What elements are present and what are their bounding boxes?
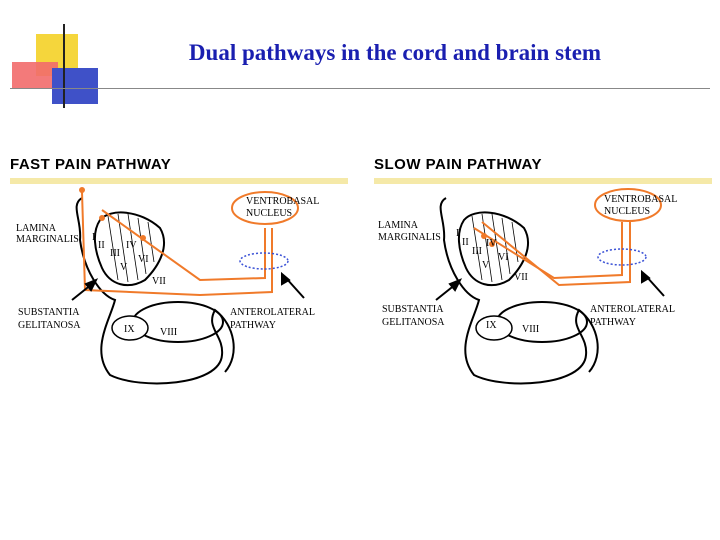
lamina-v: V <box>120 262 128 273</box>
slow-pain-panel: LAMINA MARGINALIS SUBSTANTIA GELITANOSA … <box>374 150 714 400</box>
lamina-dot-2 <box>140 235 146 241</box>
lamina-dot <box>99 215 105 221</box>
anterolateral-label-2: PATHWAY <box>590 317 636 328</box>
slow-pain-diagram: LAMINA MARGINALIS SUBSTANTIA GELITANOSA … <box>374 178 712 385</box>
lamina-viii: VIII <box>160 327 177 338</box>
lamina-iv: IV <box>126 240 137 251</box>
dotted-oval <box>239 252 289 270</box>
lamina-v: V <box>482 260 490 271</box>
lamina-label-1: LAMINA <box>378 220 419 231</box>
decor-vertical-line <box>63 24 65 108</box>
lamina-viii: VIII <box>522 324 539 335</box>
decor-horizontal-line <box>10 88 710 89</box>
lamina-label-2: MARGINALIS <box>378 232 441 243</box>
ventrobasal-label-1: VENTROBASAL <box>604 194 677 205</box>
entry-dot <box>79 187 85 193</box>
ventrobasal-circle <box>231 191 299 225</box>
highlight-band <box>10 178 348 184</box>
lamina-ii: II <box>98 240 105 251</box>
substantia-label-2: GELITANOSA <box>18 320 81 331</box>
lamina-ix: IX <box>486 320 497 331</box>
decor-blue-square <box>52 68 98 104</box>
lamina-i: I <box>92 232 95 243</box>
lamina-ix-region <box>111 315 149 341</box>
lamina-dot-2 <box>489 241 495 247</box>
pathway-lines <box>473 221 631 287</box>
ventrobasal-label-2: NUCLEUS <box>246 208 292 219</box>
lamina-ix-region <box>475 315 513 341</box>
slow-pain-heading: SLOW PAIN PATHWAY <box>374 156 542 173</box>
lamina-vii: VII <box>152 276 166 287</box>
substantia-label-1: SUBSTANTIA <box>382 304 444 315</box>
slide-title: Dual pathways in the cord and brain stem <box>188 40 602 65</box>
decor-red-rectangle <box>12 62 58 88</box>
fast-pain-heading: FAST PAIN PATHWAY <box>10 156 172 173</box>
lamina-iv: IV <box>486 238 497 249</box>
lamina-vii: VII <box>514 272 528 283</box>
lamina-iii: III <box>110 248 120 259</box>
fast-pain-diagram: LAMINA MARGINALIS SUBSTANTIA GELITANOSA … <box>10 178 348 385</box>
ventrobasal-label-1: VENTROBASAL <box>246 196 319 207</box>
lamina-i: I <box>456 228 459 239</box>
substantia-label-1: SUBSTANTIA <box>18 307 80 318</box>
dotted-oval <box>597 248 647 266</box>
anterolateral-label-1: ANTEROLATERAL <box>230 307 315 318</box>
dorsal-horn <box>94 211 165 287</box>
lamina-ix: IX <box>124 324 135 335</box>
arrows <box>71 271 305 301</box>
substantia-label-2: GELITANOSA <box>382 317 445 328</box>
lamina-vi: VI <box>138 254 149 265</box>
ventrobasal-label-2: NUCLEUS <box>604 206 650 217</box>
arrows <box>435 269 665 301</box>
lamina-iii: III <box>472 246 482 257</box>
cord-outline <box>439 197 599 385</box>
anterolateral-label-1: ANTEROLATERAL <box>590 304 675 315</box>
dorsal-horn <box>458 211 529 287</box>
lamina-label-2: MARGINALIS <box>16 234 79 245</box>
fast-pain-panel: LAMINA MARGINALIS SUBSTANTIA GELITANOSA … <box>10 150 350 400</box>
anterolateral-label-2: PATHWAY <box>230 320 276 331</box>
lamina-hatching <box>107 213 155 283</box>
lamina-hatching <box>471 213 519 283</box>
highlight-band <box>374 178 712 184</box>
ventrobasal-circle <box>594 188 662 222</box>
lamina-label-1: LAMINA <box>16 223 57 234</box>
lamina-ii: II <box>462 237 469 248</box>
lamina-dot <box>481 233 487 239</box>
lamina-vi: VI <box>498 252 509 263</box>
